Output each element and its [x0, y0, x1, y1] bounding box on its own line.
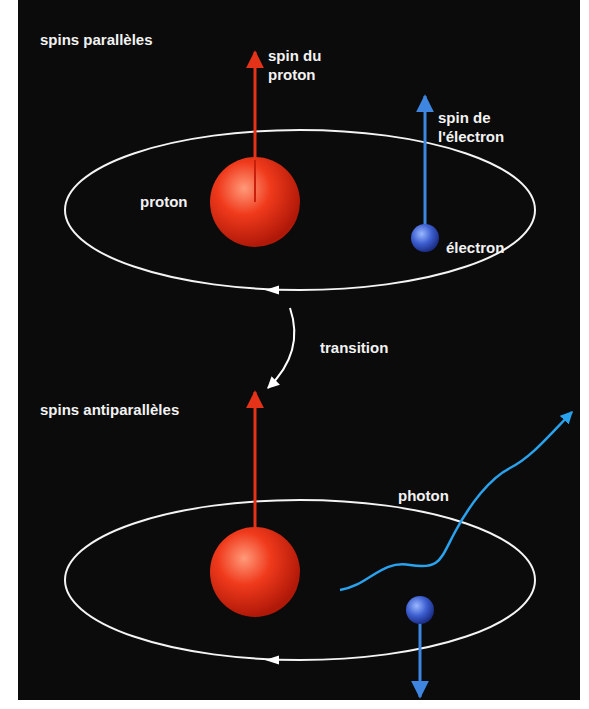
transition-arrow: [268, 308, 294, 388]
label: spin du proton: [268, 46, 348, 84]
electron-sphere: [411, 224, 439, 252]
label: transition: [320, 338, 430, 357]
electron-spin-arrow: [424, 96, 427, 236]
label: proton: [140, 192, 220, 211]
orbit: [65, 500, 535, 660]
orbit-arrow: [265, 286, 279, 295]
label: spins parallèles: [40, 30, 240, 49]
label: spins antiparallèles: [40, 400, 240, 419]
proton-sphere: [210, 157, 300, 247]
electron-spin-arrow: [419, 612, 422, 697]
orbit-arrow: [265, 656, 279, 665]
photon-wave: [340, 412, 572, 590]
label: photon: [398, 486, 478, 505]
electron-sphere: [406, 596, 434, 624]
background: [18, 0, 580, 700]
label: spin de l'électron: [438, 108, 538, 146]
label: électron: [446, 238, 536, 257]
proton-sphere: [210, 527, 300, 617]
orbit: [65, 130, 535, 290]
proton-spin-axis: [254, 160, 256, 202]
